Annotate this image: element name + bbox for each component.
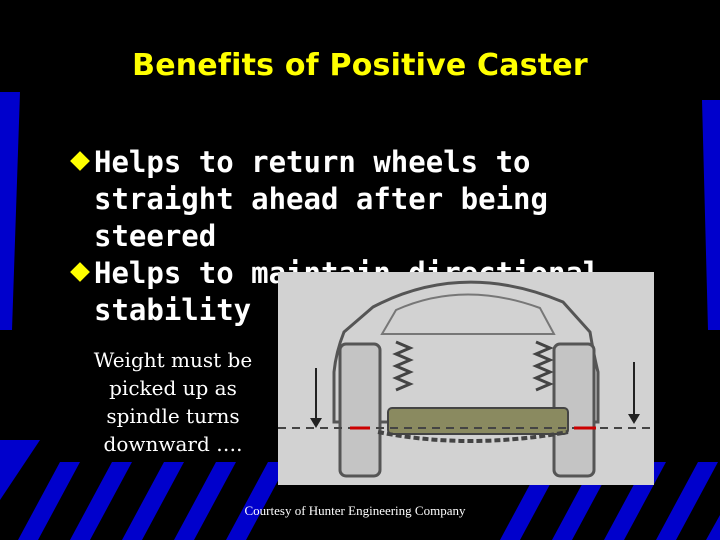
image-credit: Courtesy of Hunter Engineering Company: [244, 503, 466, 518]
car-front-drawing: [278, 280, 654, 478]
bullet-text: Helps to return wheels to straight ahead…: [94, 145, 548, 253]
diamond-bullet-icon: [70, 262, 90, 282]
bullet-item: Helps to return wheels to straight ahead…: [70, 144, 670, 255]
slide-title: Benefits of Positive Caster: [132, 48, 588, 83]
diamond-bullet-icon: [70, 151, 90, 171]
illustration-caption: Weight must be picked up as spindle turn…: [93, 348, 253, 456]
suspension-illustration: [278, 272, 654, 485]
